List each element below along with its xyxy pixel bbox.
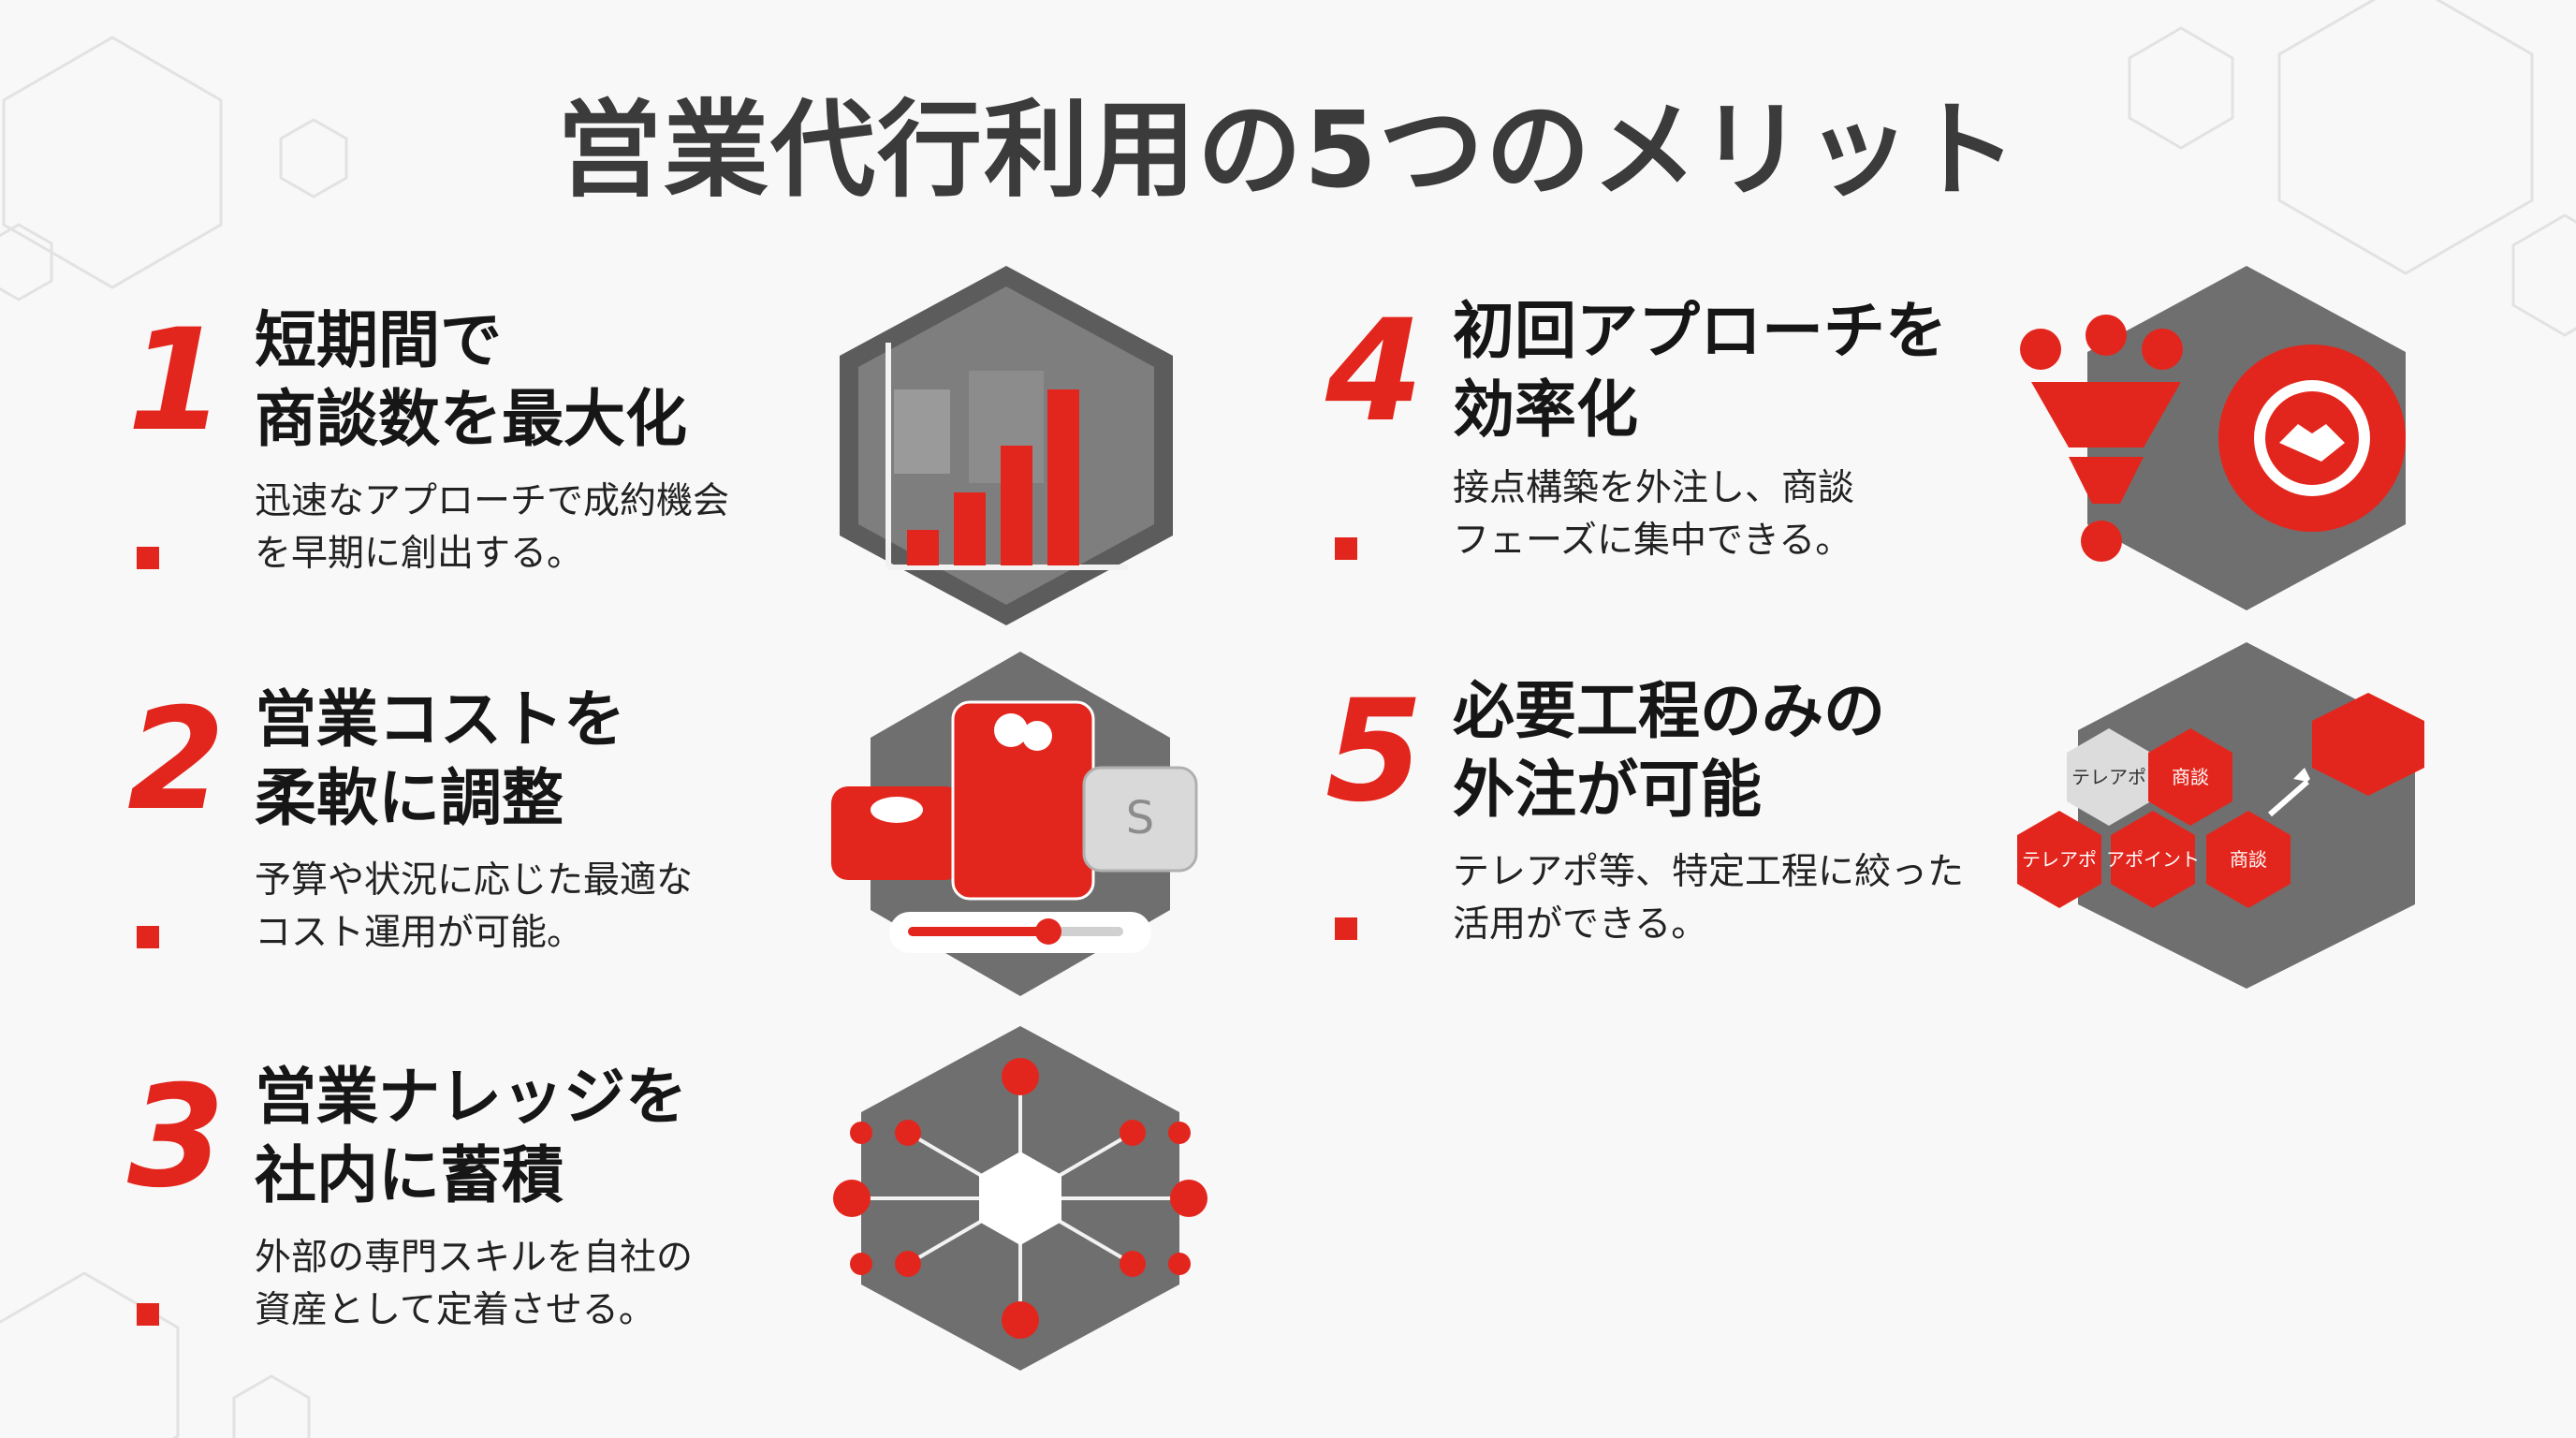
process-label: 商談 — [2230, 848, 2267, 871]
coin-stack-icon: S — [831, 652, 1198, 996]
process-label: 商談 — [2172, 766, 2209, 788]
page-title: 営業代行利用の5つのメリット — [557, 90, 2019, 212]
merit-heading: 短期間で商談数を最大化 — [255, 304, 687, 455]
merit-number: 1 — [127, 311, 225, 592]
merit-description: 接点構築を外注し、商談フェーズに集中できる。 — [1453, 467, 1855, 562]
process-label: テレアポ — [2071, 766, 2146, 788]
merit-number: 2 — [127, 690, 225, 971]
svg-text:S: S — [1126, 792, 1154, 844]
merit-number: 3 — [127, 1067, 225, 1348]
process-hex-icon: テレアポ 商談 テレアポ アポイント 商談 — [2017, 642, 2424, 989]
merit-heading: 初回アプローチを効率化 — [1453, 295, 1947, 446]
merit-heading: 必要工程のみの外注が可能 — [1453, 675, 1885, 826]
merit-heading: 営業ナレッジを社内に蓄積 — [255, 1061, 687, 1211]
bar-chart-icon — [840, 266, 1173, 625]
merit-description: 予算や状況に応じた最適なコスト運用が可能。 — [255, 859, 694, 954]
network-hub-icon — [833, 1026, 1208, 1371]
handshake-gear-icon — [2020, 266, 2406, 610]
merit-description: 迅速なアプローチで成約機会を早期に創出する。 — [255, 480, 730, 575]
merit-number: 4 — [1325, 301, 1423, 582]
merit-description: テレアポ等、特定工程に絞った活用ができる。 — [1453, 851, 1965, 946]
merit-description: 外部の専門スキルを自社の資産として定着させる。 — [255, 1237, 694, 1331]
process-label: テレアポ — [2022, 848, 2097, 871]
merit-heading: 営業コストを柔軟に調整 — [255, 683, 625, 834]
process-label: アポイント — [2106, 848, 2200, 871]
merit-number: 5 — [1325, 682, 1423, 962]
